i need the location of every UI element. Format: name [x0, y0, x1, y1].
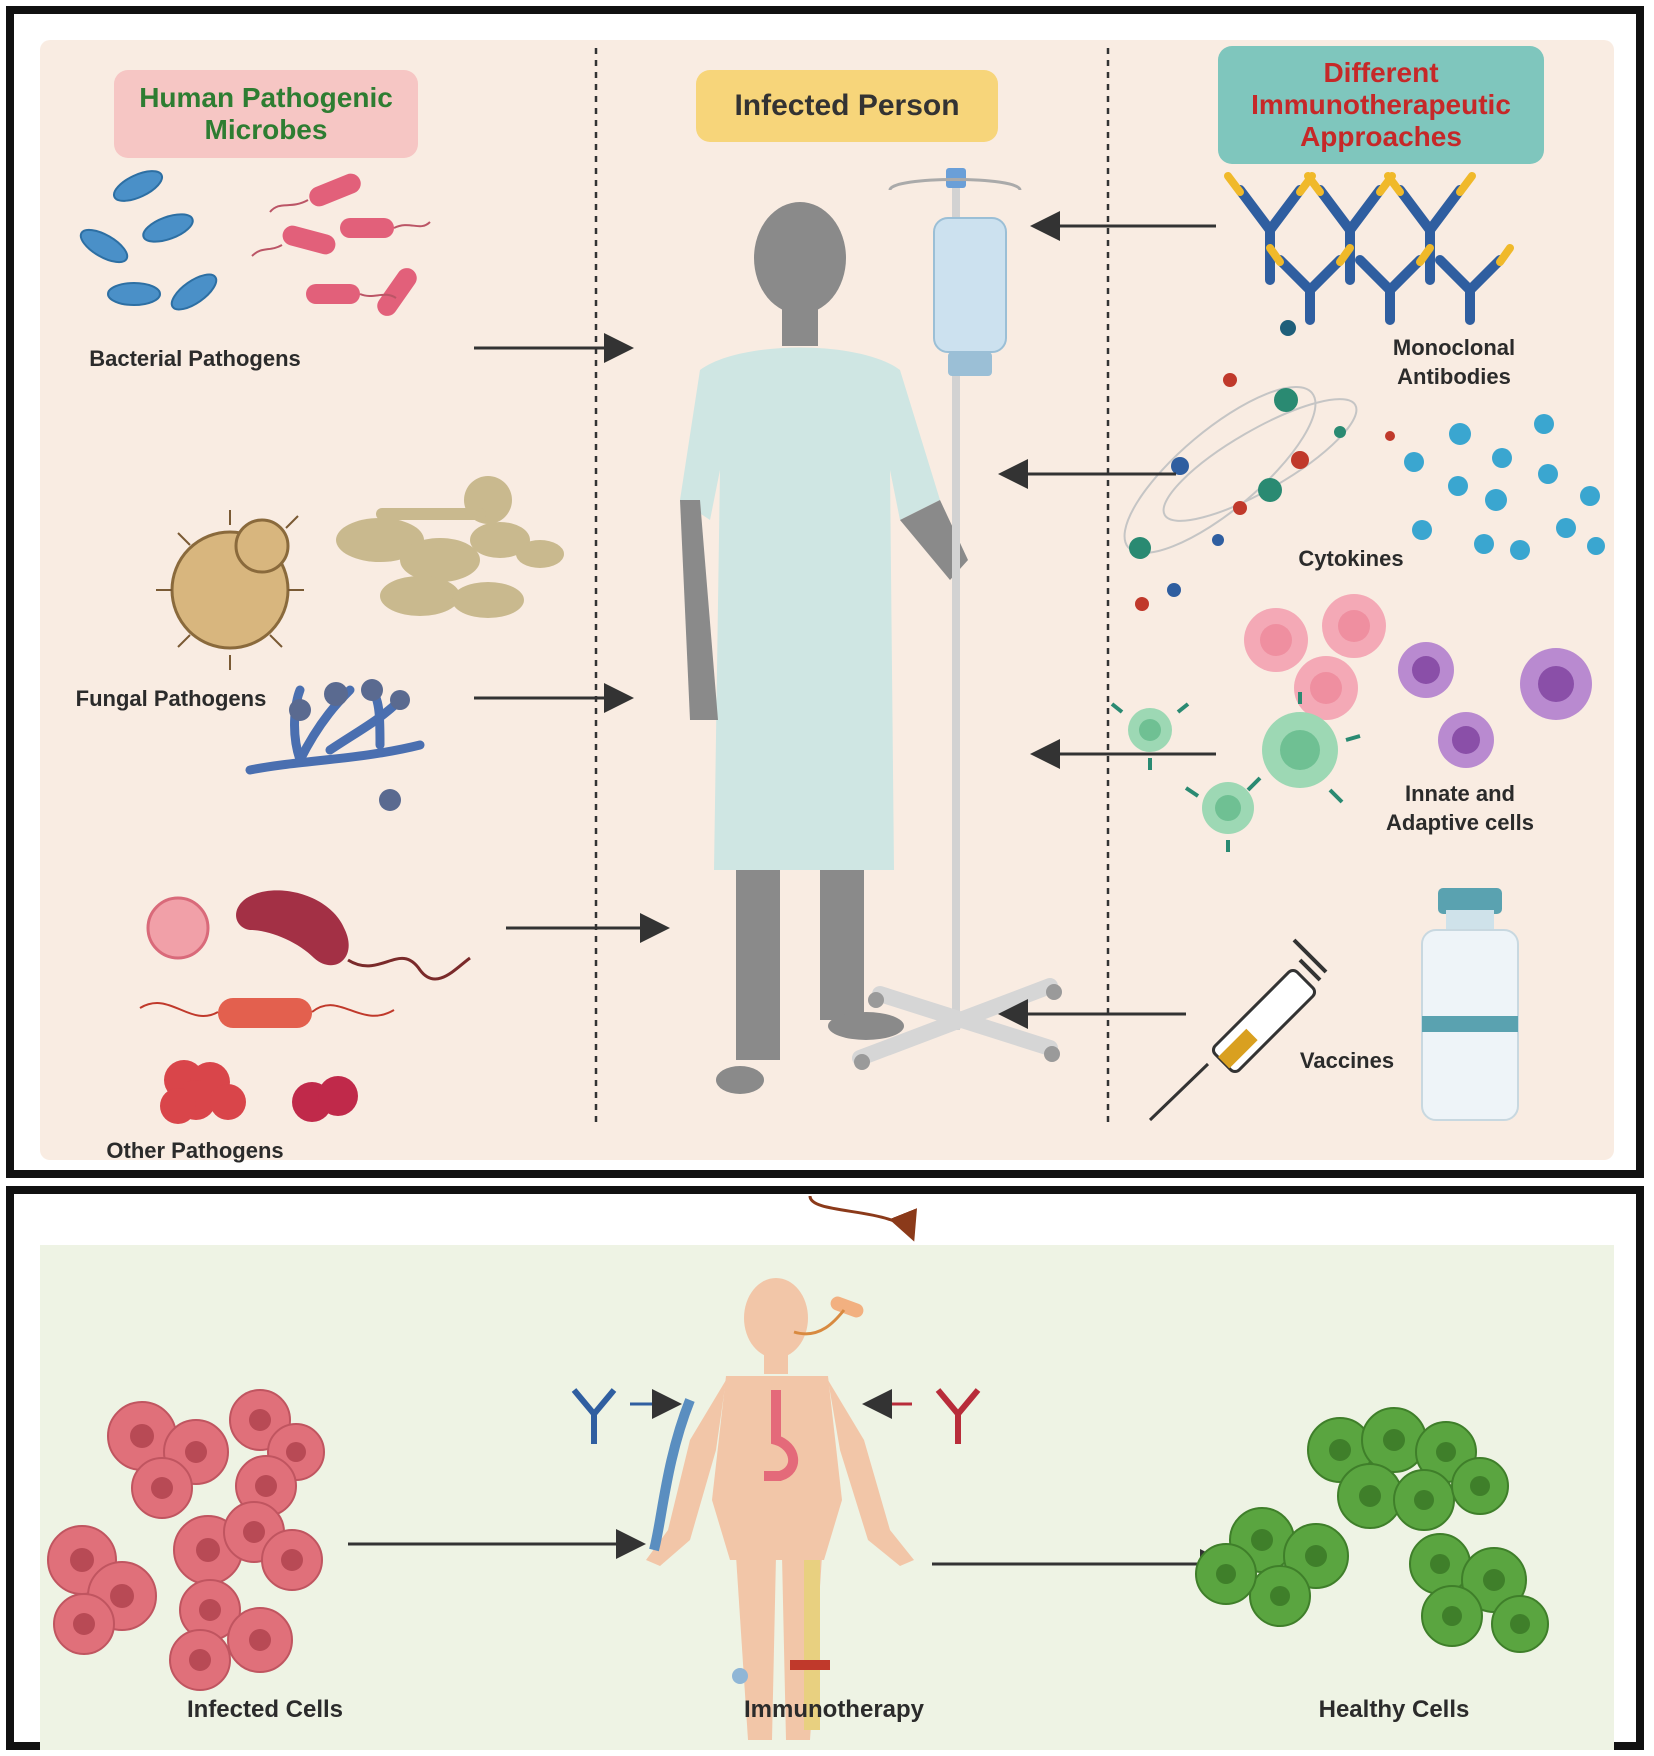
blue-antibody-icon	[571, 1388, 682, 1444]
red-antibody-icon	[862, 1388, 981, 1444]
immune-cells-illustration	[1110, 594, 1592, 852]
vaccines-illustration	[1148, 888, 1519, 1122]
other-pathogens-illustration	[139, 890, 471, 1124]
healthy-cells-illustration	[1195, 1407, 1549, 1653]
label-infected-cells: Infected Cells	[186, 1696, 344, 1723]
label-other-pathogens: Other Pathogens	[106, 1138, 284, 1163]
panel-connector-arrow	[808, 1195, 917, 1242]
cytokines-illustration	[1123, 320, 1605, 611]
label-innate-adaptive-cells: Innate and Adaptive cells	[1386, 781, 1534, 835]
label-fungal-pathogens: Fungal Pathogens	[75, 686, 267, 711]
heading-infected-person: Infected Person	[696, 70, 998, 142]
heading-approaches: Different Immunotherapeutic Approaches	[1218, 46, 1544, 164]
label-immunotherapy: Immunotherapy	[743, 1696, 925, 1723]
antibodies-illustration	[1224, 172, 1514, 325]
label-healthy-cells: Healthy Cells	[1318, 1696, 1470, 1723]
fungi-illustration	[156, 476, 564, 811]
label-cytokines: Cytokines	[1298, 546, 1404, 571]
infected-person-illustration	[680, 168, 1062, 1094]
label-vaccines: Vaccines	[1299, 1048, 1395, 1073]
label-bacterial-pathogens: Bacterial Pathogens	[89, 346, 301, 371]
label-monoclonal-antibodies: Monoclonal Antibodies	[1392, 335, 1516, 389]
infected-cells-illustration	[47, 1389, 325, 1691]
bacteria-illustration	[79, 170, 431, 316]
immunotherapy-body-illustration	[646, 1278, 914, 1740]
heading-pathogens: Human Pathogenic Microbes	[114, 70, 418, 158]
